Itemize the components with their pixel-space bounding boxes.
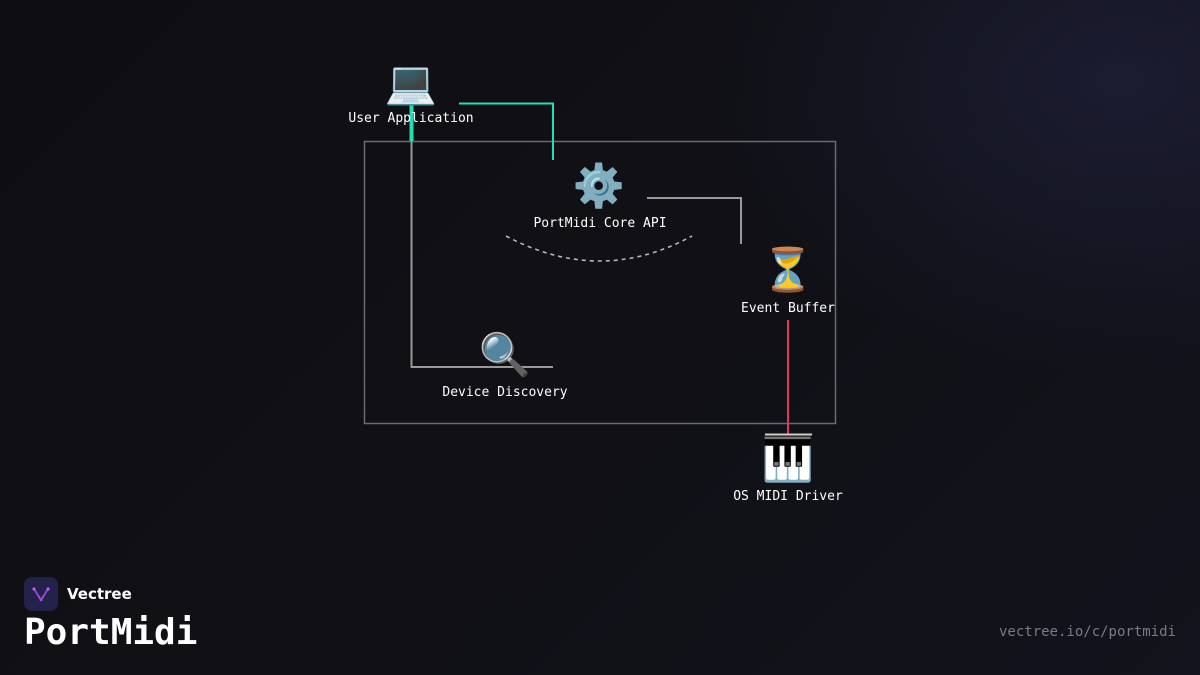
gear-icon: ⚙️: [573, 161, 625, 210]
edge-user-application-to-core-api: [459, 102, 554, 160]
vectree-logo-icon: [32, 587, 50, 602]
vectree-logo: [24, 577, 58, 611]
magnifier-icon: 🔍: [479, 328, 531, 379]
node-portmidi-core-api: ⚙️ PortMidi Core API: [533, 161, 666, 231]
footer-url[interactable]: vectree.io/c/portmidi: [998, 624, 1176, 640]
hourglass-icon: ⏳: [762, 245, 814, 294]
node-event-buffer: ⏳ Event Buffer: [741, 245, 835, 316]
edge-core-api-to-event-buffer: [647, 197, 742, 244]
node-user-application: 💻 User Application: [348, 58, 473, 126]
node-label-device-discovery: Device Discovery: [442, 385, 567, 400]
dashed-feedback-arc: [505, 235, 693, 262]
node-os-midi-driver: 🎹 OS MIDI Driver: [733, 433, 843, 504]
piano-keys-icon: 🎹: [762, 435, 814, 484]
page-title: PortMidi: [24, 612, 198, 653]
brand-name: Vectree: [67, 585, 132, 603]
node-label-portmidi-core-api: PortMidi Core API: [533, 216, 666, 231]
node-label-os-midi-driver: OS MIDI Driver: [733, 489, 843, 504]
portmidi-group-boundary: [363, 140, 837, 425]
brand: Vectree: [24, 577, 132, 611]
laptop-icon: 💻: [385, 58, 437, 107]
node-label-user-application: User Application: [348, 111, 473, 126]
node-label-event-buffer: Event Buffer: [741, 301, 835, 316]
edge-user-application-to-device-discovery: [410, 141, 553, 368]
node-device-discovery: 🔍 Device Discovery: [442, 328, 567, 400]
